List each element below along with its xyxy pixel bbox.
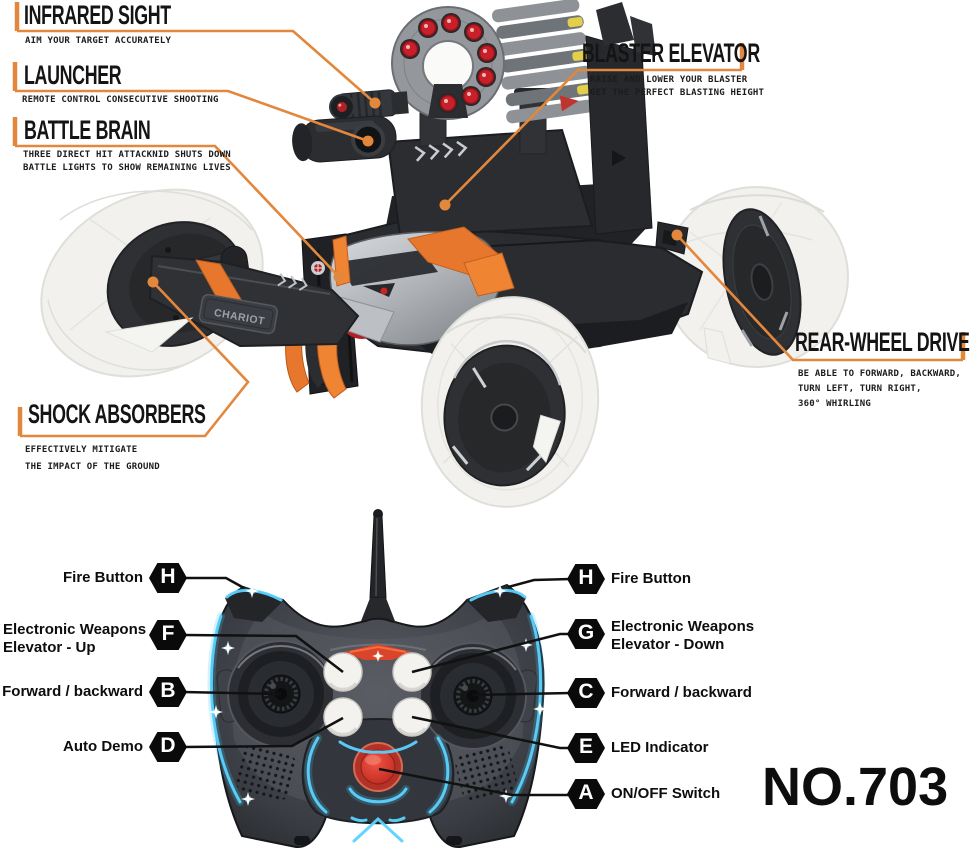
dart-drum: [391, 6, 505, 120]
callout-dots: [147, 97, 683, 288]
label-forward-backward-left: Forward / backward: [2, 683, 143, 700]
right-joystick: [419, 642, 538, 750]
cockpit-head: [285, 226, 515, 399]
launcher-barrel: [292, 115, 397, 163]
rear-left-wheel: [420, 296, 600, 508]
chariot-arm: CHARIOT: [104, 254, 360, 353]
label-auto-demo: Auto Demo: [63, 738, 143, 755]
callout-title: BLASTER ELEVATOR: [582, 38, 760, 68]
callout-description: THREE DIRECT HIT ATTACKNID SHUTS DOWN BA…: [23, 150, 231, 173]
blaster-turret: [292, 0, 656, 238]
badge-b: B: [149, 677, 187, 707]
callout-description: BE ABLE TO FORWARD, BACKWARD, TURN LEFT,…: [798, 369, 961, 409]
callout-title: BATTLE BRAIN: [24, 115, 151, 145]
badge-h-left: H: [149, 563, 187, 593]
badge-d: D: [149, 732, 187, 762]
label-onoff-switch: ON/OFF Switch: [611, 785, 721, 802]
hull-light: [380, 287, 388, 295]
callout-title: LAUNCHER: [24, 60, 122, 90]
darts: [400, 13, 497, 113]
callout-description: REMOTE CONTROL CONSECUTIVE SHOOTING: [22, 95, 219, 105]
callout-description: EFFECTIVELY MITIGATE THE IMPACT OF THE G…: [25, 445, 160, 472]
badge-a: A: [567, 779, 605, 809]
badge-c: C: [567, 678, 605, 708]
badge-h-right: H: [567, 564, 605, 594]
front-blade: [104, 317, 194, 353]
callout-title: SHOCK ABSORBERS: [28, 399, 206, 429]
button-auto-demo: [323, 697, 363, 737]
callout-description: AIM YOUR TARGET ACCURATELY: [25, 36, 172, 46]
callout-title: REAR-WHEEL DRIVE: [795, 327, 970, 357]
neon-glow: [207, 584, 547, 843]
badge-e: E: [567, 733, 605, 763]
model-number: NO.703: [762, 757, 949, 817]
speaker-grille-left: [235, 746, 297, 800]
infrared-scope: [329, 89, 409, 121]
power-button: [353, 742, 403, 792]
badge-g: G: [567, 619, 605, 649]
label-fire-button-left: Fire Button: [63, 569, 143, 586]
callout-description: RAISE AND LOWER YOUR BLASTER GET THE PER…: [590, 75, 765, 98]
label-fire-button-right: Fire Button: [611, 570, 691, 587]
right-shoulder-button: [466, 585, 526, 622]
controller-illustration: [207, 509, 547, 849]
badge-f: F: [149, 620, 187, 650]
chevron-detail: [414, 140, 468, 162]
callout-title: INFRARED SIGHT: [24, 0, 171, 30]
label-led-indicator: LED Indicator: [611, 739, 709, 756]
elevator-gear-stack: [491, 0, 594, 124]
label-forward-backward-right: Forward / backward: [611, 684, 752, 701]
vehicle-callout-lines: [12, 2, 966, 438]
rear-right-wheel: [655, 186, 849, 368]
vehicle-illustration: CHARIOT: [40, 0, 849, 508]
